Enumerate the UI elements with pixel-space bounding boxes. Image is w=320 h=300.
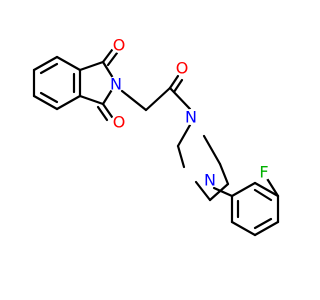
atom-label: O	[113, 36, 126, 55]
fluorine-atom: F	[256, 163, 272, 182]
bond	[168, 86, 192, 111]
nitrogen-atom: N	[183, 108, 199, 127]
bond	[194, 180, 212, 202]
bond	[230, 181, 257, 198]
bond	[39, 62, 59, 75]
bond	[253, 181, 280, 198]
atom-labels: O O N O N N F	[108, 36, 272, 190]
bond	[253, 188, 273, 202]
bond	[96, 105, 109, 122]
atom-label: N	[204, 171, 216, 190]
bond	[176, 123, 192, 148]
bond	[230, 220, 257, 237]
bond	[32, 55, 59, 72]
atom-label: N	[110, 75, 122, 94]
bond	[172, 78, 184, 94]
nitrogen-atom: N	[202, 171, 218, 190]
bond	[101, 48, 114, 64]
bond	[106, 51, 119, 67]
bond	[101, 86, 115, 106]
bond	[176, 144, 186, 169]
oxygen-atom: O	[111, 113, 127, 132]
bond	[55, 55, 82, 72]
bond	[253, 220, 280, 237]
nitrogen-atom: N	[108, 75, 124, 94]
bond	[218, 162, 230, 186]
bond	[208, 182, 230, 202]
atom-label: N	[185, 108, 197, 127]
bond	[120, 89, 148, 112]
bond	[168, 74, 180, 90]
bond	[253, 217, 273, 230]
bond	[78, 94, 105, 106]
molecule-structure-diagram: O O N O N N F	[32, 36, 280, 237]
bond	[202, 134, 222, 166]
bond	[101, 102, 114, 119]
atom-label: F	[259, 163, 268, 182]
bond	[55, 94, 82, 111]
atom-label: O	[176, 59, 189, 78]
bond	[264, 175, 280, 198]
atom-label: O	[113, 113, 126, 132]
bond	[144, 86, 172, 112]
bond	[32, 94, 59, 111]
bond	[39, 91, 59, 104]
oxygen-atom: O	[111, 36, 127, 55]
bond	[212, 186, 234, 198]
bond	[101, 60, 115, 80]
bond-lines	[32, 48, 280, 237]
oxygen-atom: O	[174, 59, 190, 78]
bond	[78, 60, 105, 72]
